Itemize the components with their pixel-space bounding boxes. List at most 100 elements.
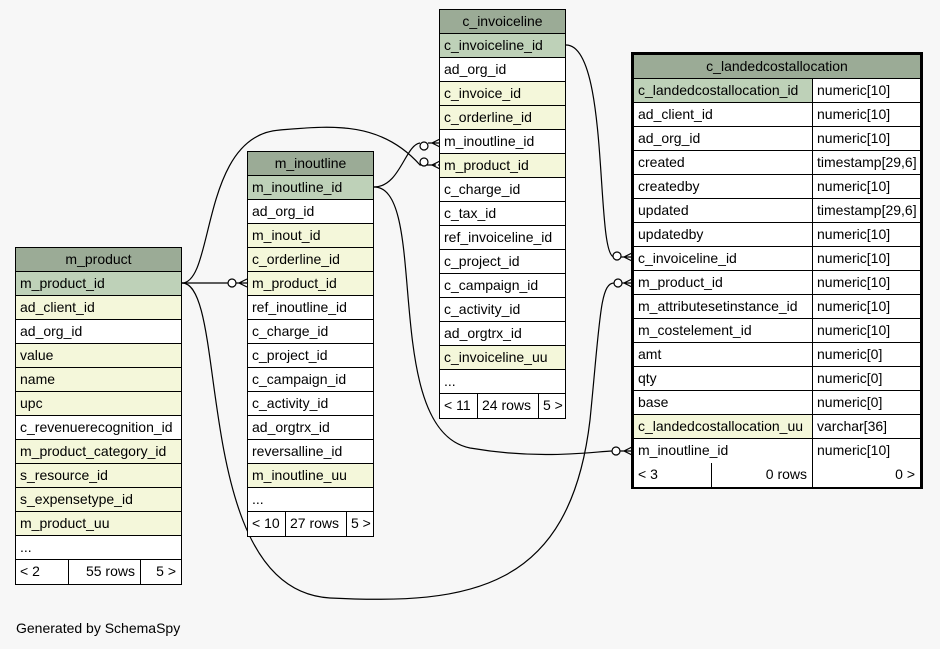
parents-count[interactable]: < 3 (638, 466, 658, 482)
column-name[interactable]: ref_invoiceline_id (444, 229, 553, 245)
table-title[interactable]: m_inoutline (248, 152, 373, 176)
column-name[interactable]: c_orderline_id (252, 251, 340, 267)
children-count[interactable]: 5 > (140, 560, 181, 584)
column-type: numeric[0] (812, 343, 920, 366)
parents-count[interactable]: < 10 (252, 515, 280, 531)
column-name[interactable]: c_campaign_id (444, 277, 539, 293)
column-name[interactable]: m_product_id (20, 275, 105, 291)
column-name[interactable]: m_product_uu (20, 515, 110, 531)
table-title[interactable]: m_product (16, 248, 181, 272)
column-type: numeric[10] (812, 271, 920, 294)
column-name[interactable]: c_invoiceline_uu (444, 349, 548, 365)
column-name[interactable]: c_invoiceline_id (444, 37, 543, 53)
column-name[interactable]: c_project_id (444, 253, 520, 269)
column-name[interactable]: upc (20, 395, 43, 411)
column-name[interactable]: ad_org_id (634, 127, 812, 150)
column-name[interactable]: c_activity_id (252, 395, 329, 411)
table-footer: < 11 24 rows 5 > (440, 394, 565, 418)
column-name[interactable]: name (20, 371, 56, 387)
table-c-invoiceline[interactable]: c_invoiceline c_invoiceline_id ad_org_id… (439, 9, 566, 419)
column-name[interactable]: c_landedcostallocation_id (634, 79, 812, 102)
column-name[interactable]: ad_orgtrx_id (252, 419, 330, 435)
column-name[interactable]: value (20, 347, 54, 363)
column-type: numeric[10] (812, 127, 920, 150)
column-name[interactable]: c_activity_id (444, 301, 521, 317)
column-name[interactable]: m_inoutline_uu (252, 467, 347, 483)
column-name[interactable]: c_charge_id (444, 181, 521, 197)
parents-count[interactable]: < 11 (444, 397, 471, 413)
column-name[interactable]: m_inoutline_id (634, 439, 812, 463)
column-name[interactable]: ad_org_id (252, 203, 315, 219)
column-name[interactable]: updated (634, 199, 812, 222)
column-name[interactable]: c_revenuerecognition_id (20, 419, 173, 435)
column-name[interactable]: created (634, 151, 812, 174)
row-count: 55 rows (68, 560, 140, 584)
column-type: numeric[0] (812, 391, 920, 414)
relation-invoiceline-landedcost-circle (612, 251, 622, 261)
column-name[interactable]: m_inoutline_id (444, 133, 535, 149)
column-name[interactable]: updatedby (634, 223, 812, 246)
column-name[interactable]: createdby (634, 175, 812, 198)
column-name[interactable]: m_product_id (252, 275, 337, 291)
column-name[interactable]: c_campaign_id (252, 371, 347, 387)
table-m-inoutline[interactable]: m_inoutline m_inoutline_id ad_org_id m_i… (247, 151, 374, 537)
column-name[interactable]: c_orderline_id (444, 109, 532, 125)
table-title[interactable]: c_landedcostallocation (634, 55, 920, 79)
column-name[interactable]: c_charge_id (252, 323, 329, 339)
column-name[interactable]: ad_orgtrx_id (444, 325, 522, 341)
column-name[interactable]: reversalline_id (252, 443, 343, 459)
table-m-product[interactable]: m_product m_product_id ad_client_id ad_o… (15, 247, 182, 585)
parents-count[interactable]: < 2 (20, 563, 40, 579)
column-name[interactable]: amt (634, 343, 812, 366)
column-name[interactable]: c_invoice_id (444, 85, 522, 101)
column-name[interactable]: c_project_id (252, 347, 328, 363)
column-name[interactable]: m_inout_id (252, 227, 321, 243)
column-name[interactable]: m_costelement_id (634, 319, 812, 342)
column-name[interactable]: base (634, 391, 812, 414)
column-name[interactable]: ad_client_id (20, 299, 95, 315)
table-title[interactable]: c_invoiceline (440, 10, 565, 34)
column-name[interactable]: c_tax_id (444, 205, 497, 221)
column-name[interactable]: ad_client_id (634, 103, 812, 126)
column-name[interactable]: ad_org_id (444, 61, 507, 77)
column-name[interactable]: m_product_category_id (20, 443, 167, 459)
relation-invoiceline-landedcost-crow (620, 252, 633, 262)
column-name[interactable]: ref_inoutline_id (252, 299, 347, 315)
relation-product-inoutline-crow (236, 278, 248, 288)
column-name[interactable]: m_attributesetinstance_id (634, 295, 812, 318)
children-count[interactable]: 5 > (346, 512, 373, 536)
column-name[interactable]: c_invoiceline_id (634, 247, 812, 270)
column-name[interactable]: s_resource_id (20, 467, 108, 483)
column-name[interactable]: m_product_id (634, 271, 812, 294)
column-name: ... (252, 491, 264, 507)
children-count[interactable]: 5 > (538, 394, 565, 418)
column-name[interactable]: ad_org_id (20, 323, 83, 339)
table-c-landedcostallocation[interactable]: c_landedcostallocation c_landedcostalloc… (631, 52, 923, 489)
column-name[interactable]: s_expensetype_id (20, 491, 133, 507)
column-name[interactable]: m_inoutline_id (252, 179, 343, 195)
relation-invoiceline-landedcost (565, 44, 615, 258)
table-footer: < 2 55 rows 5 > (16, 560, 181, 584)
relation-product-invoiceline-circle (419, 157, 429, 167)
column-name[interactable]: qty (634, 367, 812, 390)
column-name[interactable]: c_landedcostallocation_uu (634, 415, 812, 438)
children-count[interactable]: 0 > (812, 463, 920, 487)
column-name[interactable]: m_product_id (444, 157, 529, 173)
